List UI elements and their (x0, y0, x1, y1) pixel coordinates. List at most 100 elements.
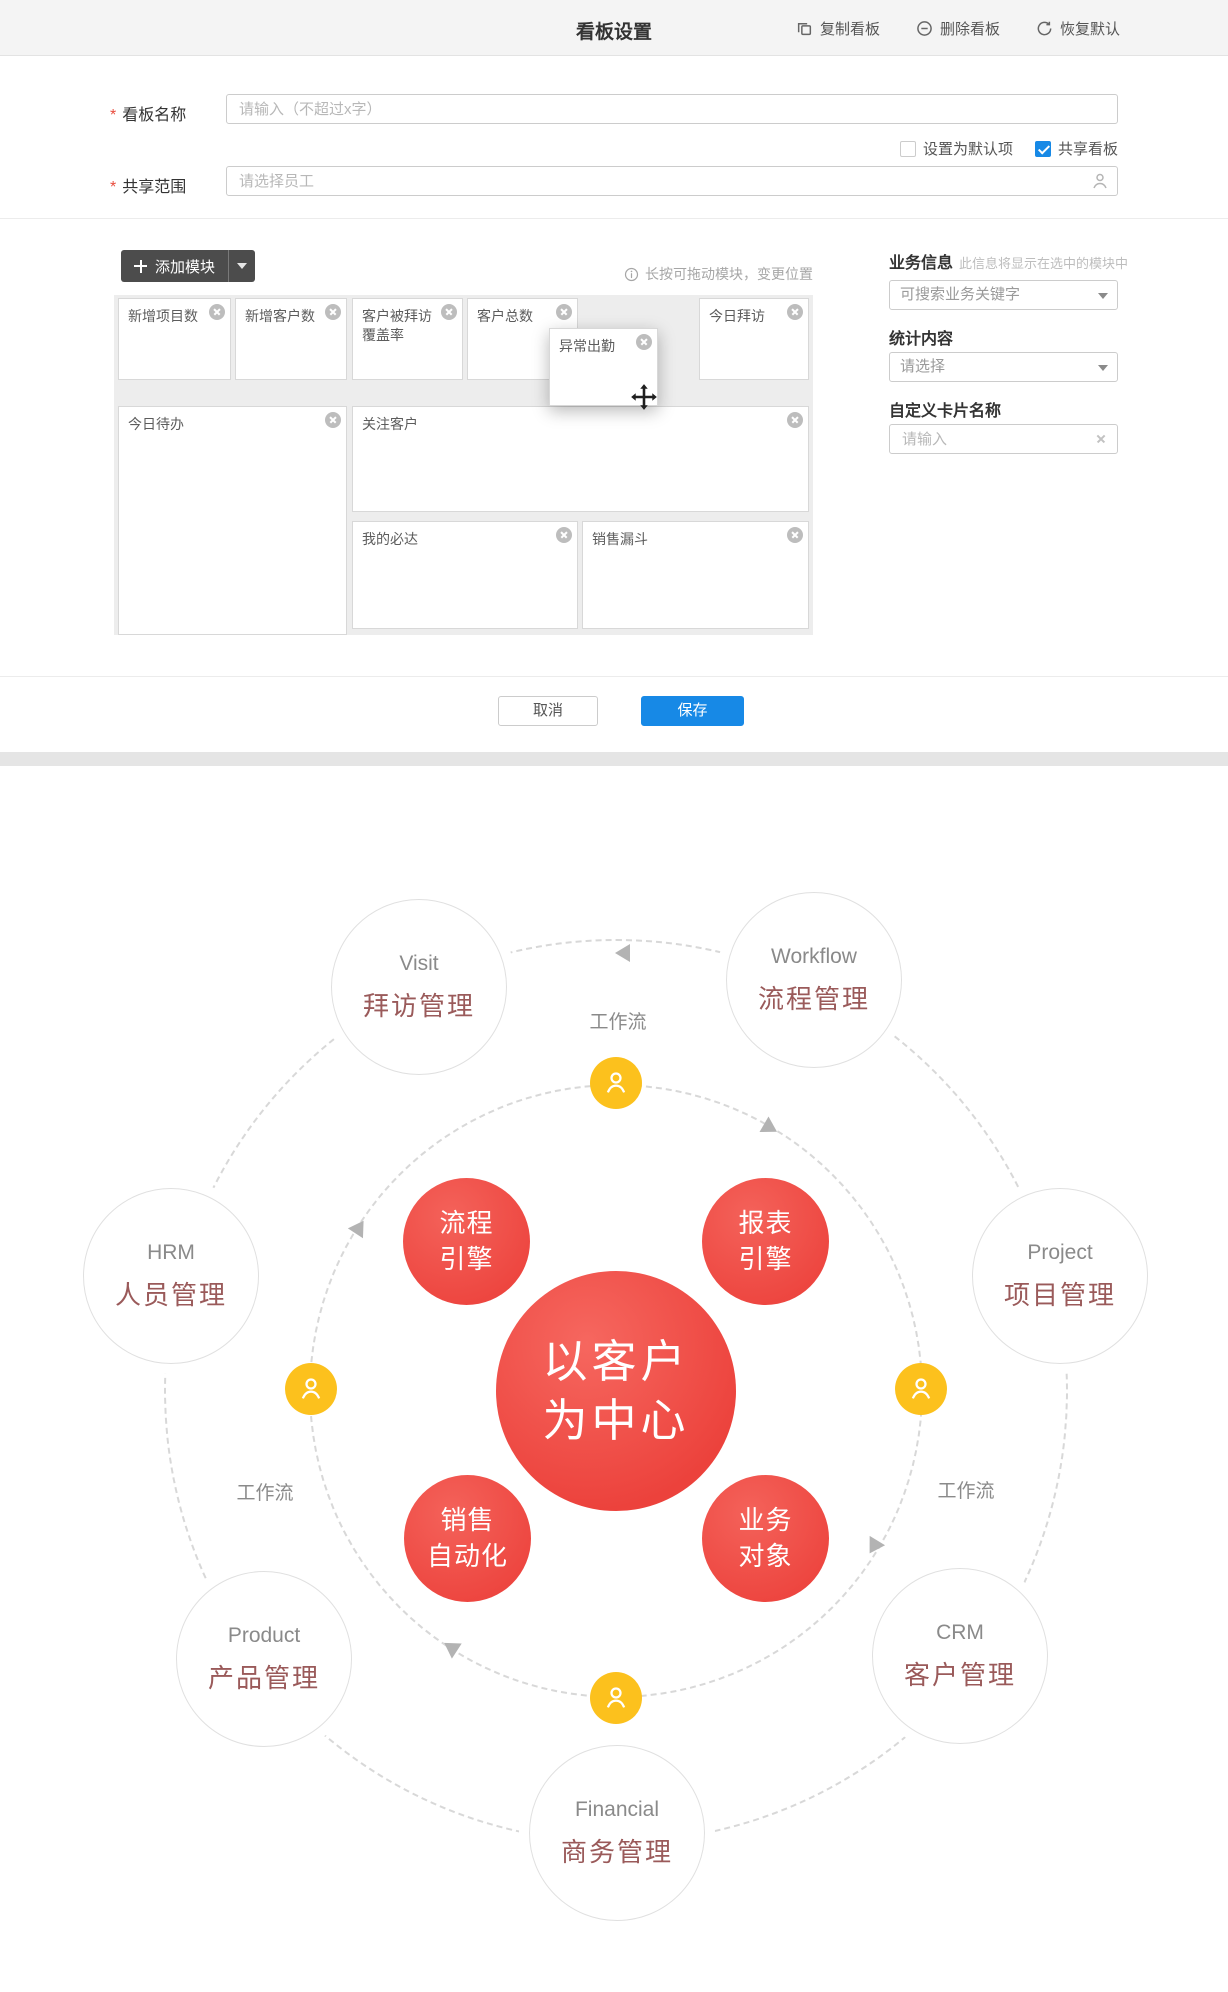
node-product: Product 产品管理 (176, 1571, 352, 1747)
plus-icon (134, 259, 147, 273)
stats-content-select[interactable]: 请选择 (889, 352, 1118, 382)
board-name-label: 看板名称 (110, 101, 186, 125)
copy-board-button[interactable]: 复制看板 (796, 18, 880, 39)
business-info-label: 业务信息此信息将显示在选中的模块中 (889, 249, 1128, 273)
person-node-left (285, 1363, 337, 1415)
delete-board-label: 删除看板 (939, 20, 1000, 38)
add-module-button[interactable]: 添加模块 (121, 250, 256, 282)
node-sales-automation-line2: 自动化 (426, 1540, 508, 1571)
close-icon[interactable] (556, 304, 572, 320)
node-financial: Financial 商务管理 (529, 1745, 705, 1921)
node-hrm-en: HRM (147, 1240, 195, 1264)
restore-icon (1037, 21, 1052, 35)
workflow-label-top: 工作流 (589, 1012, 647, 1033)
flow-arrow (615, 944, 630, 962)
close-icon[interactable] (325, 304, 341, 320)
node-process-engine: 流程 引擎 (403, 1178, 530, 1305)
node-workflow-en: Workflow (771, 944, 857, 968)
module-card-title: 今日待办 (128, 416, 184, 432)
close-icon[interactable] (441, 304, 457, 320)
share-board-checkbox-label: 共享看板 (1057, 141, 1118, 158)
person-icon (606, 1687, 626, 1708)
node-crm: CRM 客户管理 (872, 1568, 1048, 1744)
person-node-right (895, 1363, 947, 1415)
checkbox-unchecked-icon (899, 140, 916, 157)
info-icon (624, 267, 639, 281)
settings-header: 看板设置 复制看板 删除看板 恢复默认 (0, 0, 1228, 56)
board-name-input[interactable] (226, 94, 1118, 124)
node-product-zh: 产品管理 (207, 1662, 320, 1693)
module-card-new-projects[interactable]: 新增项目数 (118, 298, 231, 380)
cancel-button[interactable]: 取消 (498, 696, 598, 726)
node-business-object-line2: 对象 (738, 1540, 793, 1571)
share-scope-input[interactable] (226, 166, 1118, 196)
module-card-today-visits[interactable]: 今日拜访 (699, 298, 809, 380)
module-card-new-customers[interactable]: 新增客户数 (235, 298, 347, 380)
close-icon[interactable] (325, 412, 341, 428)
node-financial-zh: 商务管理 (560, 1836, 673, 1867)
person-node-bottom (590, 1672, 642, 1724)
person-icon (606, 1072, 626, 1093)
move-cursor-icon (630, 383, 658, 411)
node-business-object: 业务 对象 (702, 1475, 829, 1602)
add-module-dropdown[interactable] (228, 250, 255, 282)
workflow-label-right: 工作流 (937, 1481, 995, 1502)
restore-default-label: 恢复默认 (1059, 20, 1120, 38)
module-card-abnormal-attendance-dragging[interactable]: 异常出勤 (549, 328, 658, 406)
close-icon[interactable] (787, 412, 803, 428)
node-hrm-zh: 人员管理 (114, 1279, 227, 1310)
module-card-title: 我的必达 (362, 531, 418, 547)
restore-default-button[interactable]: 恢复默认 (1036, 18, 1120, 39)
close-icon[interactable] (636, 334, 652, 350)
share-board-checkbox[interactable]: 共享看板 (1034, 138, 1118, 159)
node-workflow: Workflow 流程管理 (726, 892, 902, 1068)
section-divider (0, 218, 1228, 219)
person-icon (301, 1378, 321, 1399)
section-gap (0, 752, 1228, 766)
module-card-title: 关注客户 (362, 416, 418, 432)
close-icon[interactable] (209, 304, 225, 320)
module-card-sales-funnel[interactable]: 销售漏斗 (582, 521, 809, 629)
person-picker-icon[interactable] (1090, 171, 1110, 191)
node-visit-en: Visit (399, 951, 439, 975)
business-keyword-select-value: 可搜索业务关键字 (900, 286, 1021, 303)
module-card-visit-coverage[interactable]: 客户被拜访覆盖率 (352, 298, 463, 380)
module-card-today-todo[interactable]: 今日待办 (118, 406, 347, 635)
module-card-title: 新增项目数 (128, 308, 198, 324)
default-checkbox-label: 设置为默认项 (922, 141, 1013, 158)
node-visit: Visit 拜访管理 (331, 899, 507, 1075)
business-keyword-select[interactable]: 可搜索业务关键字 (889, 280, 1118, 310)
module-card-title: 异常出勤 (559, 338, 615, 354)
person-node-top (590, 1057, 642, 1109)
custom-card-name-input[interactable] (889, 424, 1118, 454)
close-icon[interactable] (556, 527, 572, 543)
chevron-down-icon (237, 263, 248, 269)
node-sales-automation: 销售 自动化 (404, 1475, 531, 1602)
chevron-down-icon (1098, 365, 1108, 371)
drag-hint-text: 长按可拖动模块，变更位置 (645, 266, 813, 282)
node-report-engine-line1: 报表 (738, 1208, 793, 1239)
clear-icon[interactable] (1094, 432, 1108, 446)
module-card-followed-customers[interactable]: 关注客户 (352, 406, 809, 512)
workflow-label-left: 工作流 (236, 1483, 294, 1504)
business-info-title: 业务信息 (889, 255, 954, 272)
node-customer-centric-line1: 以客户 (542, 1335, 690, 1387)
copy-icon (797, 22, 812, 35)
node-financial-en: Financial (574, 1797, 660, 1821)
node-project-en: Project (1027, 1240, 1093, 1264)
chevron-down-icon (1098, 293, 1108, 299)
node-customer-centric: 以客户 为中心 (496, 1271, 736, 1511)
person-icon (911, 1378, 931, 1399)
node-project: Project 项目管理 (972, 1188, 1148, 1364)
default-checkbox[interactable]: 设置为默认项 (899, 138, 1013, 159)
save-button[interactable]: 保存 (641, 696, 744, 726)
copy-board-label: 复制看板 (819, 20, 880, 38)
close-icon[interactable] (787, 527, 803, 543)
module-card-title: 客户被拜访覆盖率 (362, 308, 432, 343)
delete-board-button[interactable]: 删除看板 (916, 18, 1000, 39)
close-icon[interactable] (787, 304, 803, 320)
module-card-my-must[interactable]: 我的必达 (352, 521, 578, 629)
node-visit-zh: 拜访管理 (362, 990, 475, 1021)
header-actions: 复制看板 删除看板 恢复默认 (796, 0, 1120, 56)
